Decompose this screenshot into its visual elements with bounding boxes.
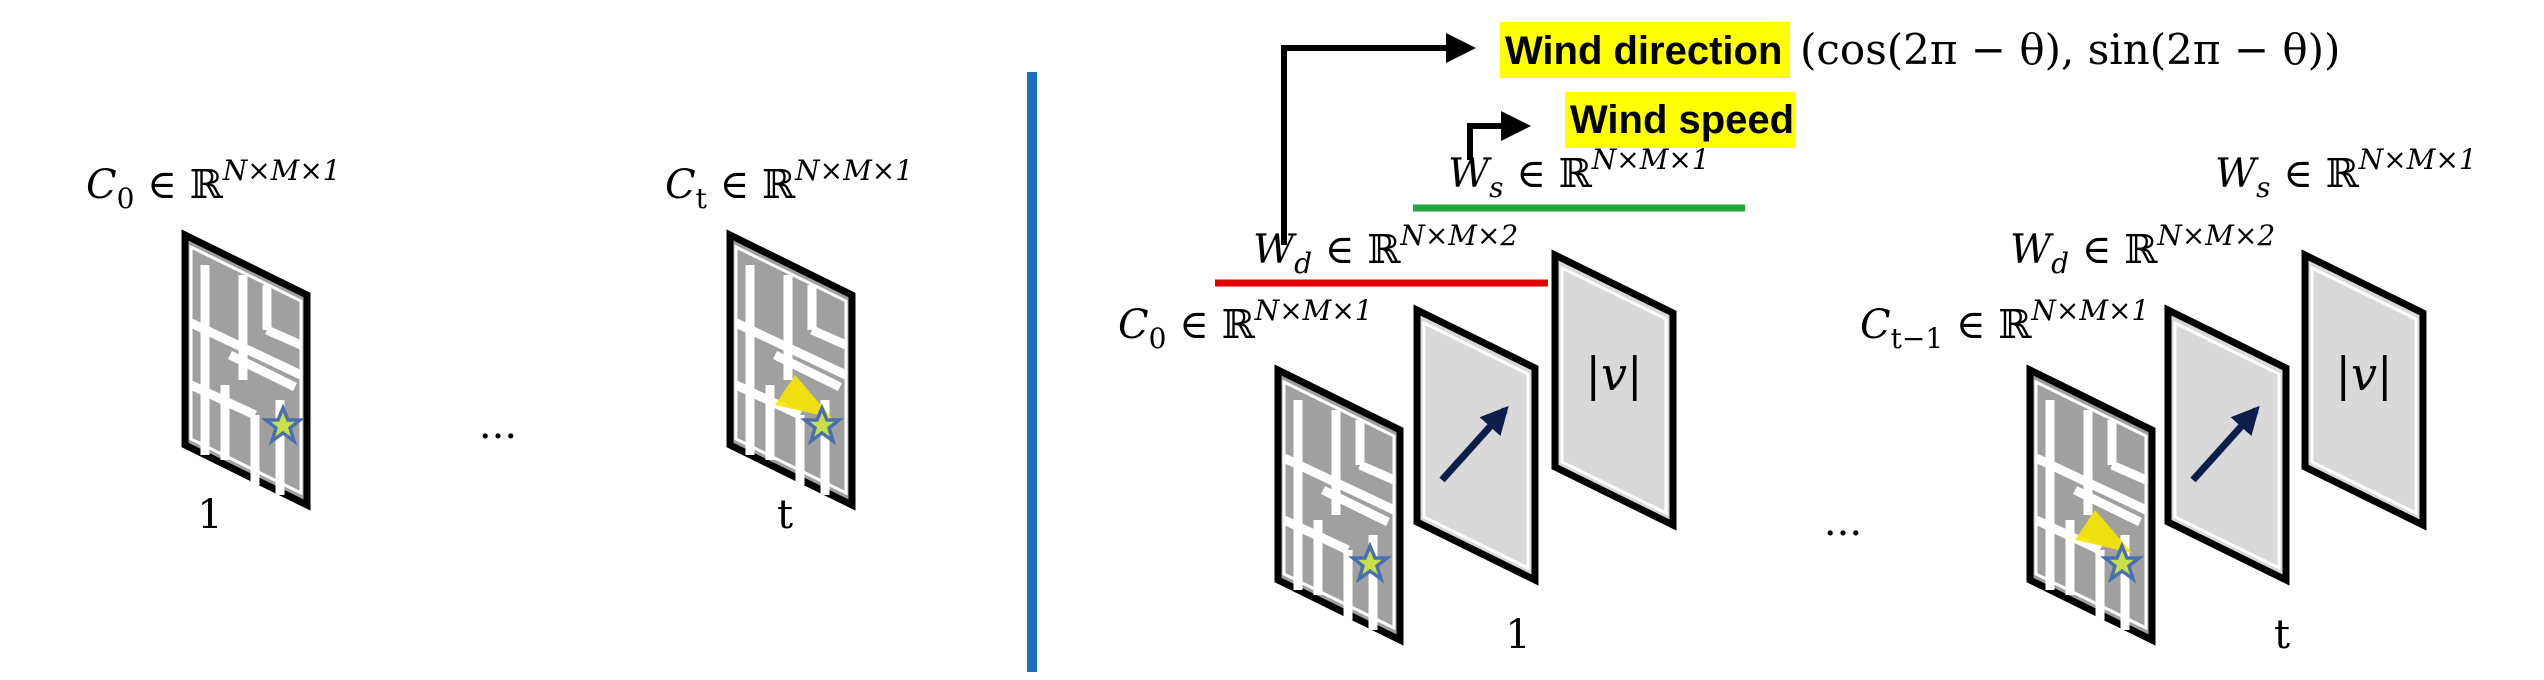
frame-1-step-label: 1	[197, 492, 222, 538]
stack-t-map	[2030, 370, 2152, 640]
wind-direction-highlight	[1500, 22, 1790, 78]
stack-t-step-label: t	[2274, 612, 2290, 658]
stack-t-c-formula: Ct−1 ∈ ℝN×M×1	[1860, 294, 2149, 355]
wind-direction-label: Wind direction	[1505, 29, 1782, 73]
wind-speed-label: Wind speed	[1570, 98, 1794, 142]
frame-1-map	[185, 235, 307, 505]
wind-speed-arrow	[1467, 111, 1531, 160]
wind-direction-arrow	[1281, 33, 1476, 245]
right-panel: Wind direction (cos(2π − θ), sin(2π − θ)…	[1118, 22, 2477, 658]
stack-1-ws-formula: Ws ∈ ℝN×M×1	[1448, 143, 1710, 204]
panel-divider	[1027, 72, 1037, 672]
stack-1-step-label: 1	[1505, 612, 1530, 658]
frame-t-map	[730, 235, 852, 505]
wind-direction-formula: (cos(2π − θ), sin(2π − θ))	[1800, 25, 2340, 74]
frame-t-step-label: t	[777, 492, 793, 538]
stack-t-cone	[2075, 510, 2132, 553]
stack-1-map	[1278, 370, 1400, 640]
stack-t-direction-arrow-icon	[2190, 405, 2260, 483]
frame-1-formula: C0 ∈ ℝN×M×1	[86, 154, 341, 215]
stack-t-magnitude: |v|	[2336, 347, 2393, 401]
stack-1-wd-formula: Wd ∈ ℝN×M×2	[1253, 219, 1518, 280]
left-ellipsis: ...	[479, 402, 517, 448]
stack-1-direction-arrow-icon	[1439, 405, 1509, 483]
right-ellipsis: ...	[1824, 499, 1862, 545]
frame-t-formula: Ct ∈ ℝN×M×1	[665, 154, 913, 215]
wind-speed-highlight	[1565, 92, 1795, 148]
stack-1-magnitude: |v|	[1586, 347, 1643, 401]
stack-t-ws-formula: Ws ∈ ℝN×M×1	[2215, 143, 2477, 204]
stack-t-wd-formula: Wd ∈ ℝN×M×2	[2010, 219, 2275, 280]
left-panel: C0 ∈ ℝN×M×1 1 ... Ct ∈ ℝN×M×1 t	[86, 154, 913, 538]
stack-1-c-formula: C0 ∈ ℝN×M×1	[1118, 294, 1373, 355]
frame-t-cone	[775, 375, 832, 418]
